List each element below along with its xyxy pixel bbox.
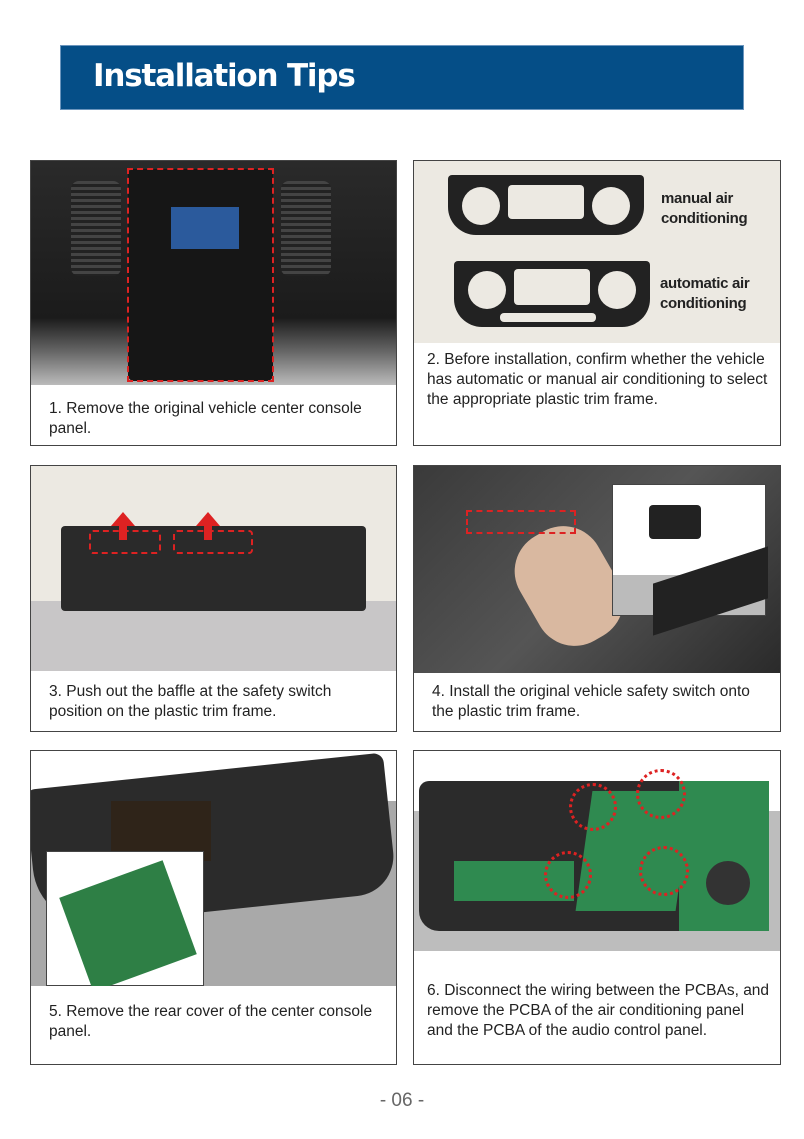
step-6-caption: 6. Disconnect the wiring between the PCB…	[427, 982, 770, 1039]
step-6-card: 6. Disconnect the wiring between the PCB…	[413, 750, 781, 1065]
step-1-caption: 1. Remove the original vehicle center co…	[49, 400, 362, 437]
step-4-card: 4. Install the original vehicle safety s…	[413, 465, 781, 732]
step-2-caption: 2. Before installation, confirm whether …	[427, 351, 768, 408]
console-photo	[31, 161, 396, 385]
inset-photo	[612, 484, 768, 636]
step-5-caption: 5. Remove the rear cover of the center c…	[49, 1003, 373, 1040]
page-header: Installation Tips	[60, 45, 744, 110]
rear-cover-photo	[31, 751, 396, 986]
step-1-card: 1. Remove the original vehicle center co…	[30, 160, 397, 446]
step-2-card: manual air conditioning automatic air co…	[413, 160, 781, 446]
step-3-card: 3. Push out the baffle at the safety swi…	[30, 465, 397, 732]
step-5-card: 5. Remove the rear cover of the center c…	[30, 750, 397, 1065]
manual-ac-label: manual air conditioning	[661, 190, 748, 227]
automatic-ac-label: automatic air conditioning	[660, 275, 750, 312]
safety-switch-photo	[414, 466, 780, 673]
pcba-photo	[414, 751, 780, 951]
inset-photo	[46, 851, 204, 986]
step-3-caption: 3. Push out the baffle at the safety swi…	[49, 683, 332, 720]
baffle-photo	[31, 466, 396, 671]
step-4-caption: 4. Install the original vehicle safety s…	[432, 683, 750, 720]
page-title: Installation Tips	[93, 58, 356, 94]
page-number: - 06 -	[379, 1090, 425, 1111]
trim-frames-photo: manual air conditioning automatic air co…	[414, 161, 780, 343]
